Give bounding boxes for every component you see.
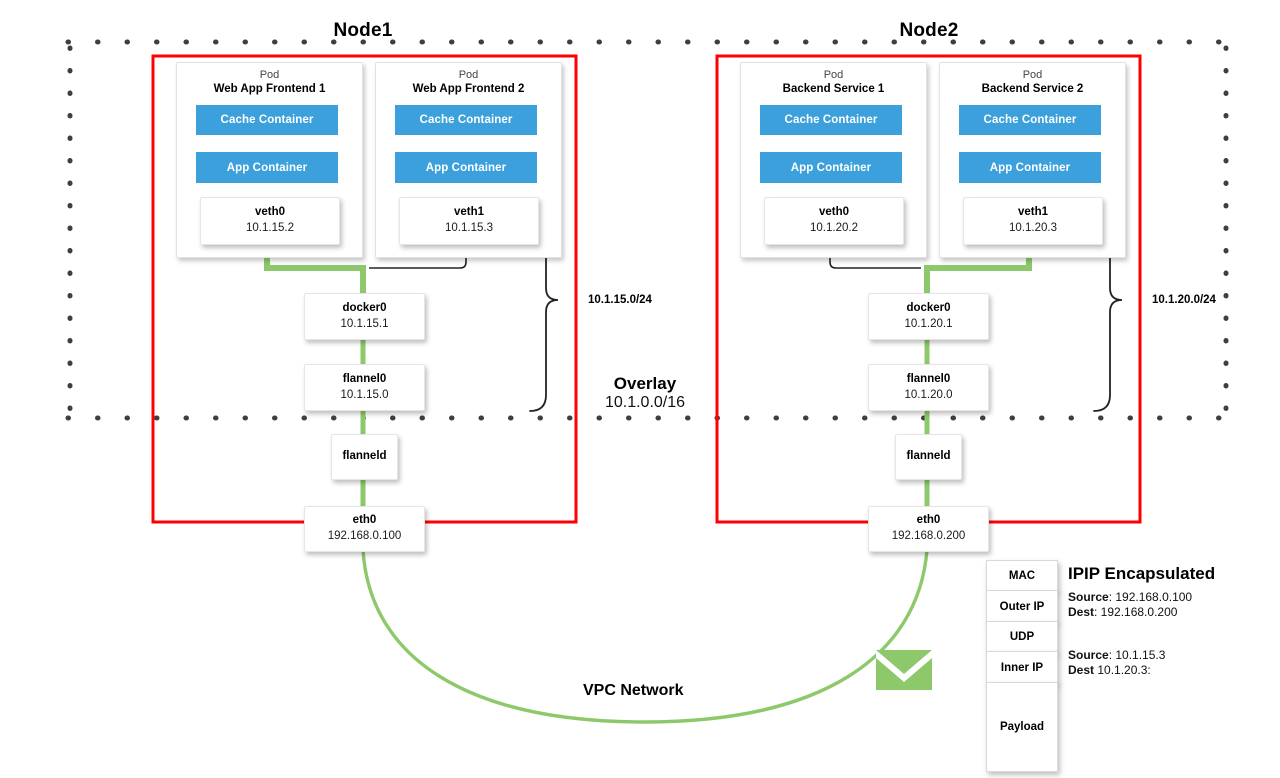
veth-name: veth1 (1017, 206, 1049, 219)
ipip-outer-dest: Dest: 192.168.0.200 (1068, 604, 1177, 621)
node2-subnet-label: 10.1.20.0/24 (1152, 294, 1216, 306)
inner-dest-value: 10.1.20.3: (1094, 663, 1151, 677)
interface-ip: 10.1.15.0 (340, 388, 389, 401)
ipip-inner-source: Source: 10.1.15.3 (1068, 647, 1165, 664)
veth-interface-box[interactable]: veth0 10.1.15.2 (200, 197, 340, 245)
interface-name: flannel0 (342, 372, 387, 385)
envelope-icon (876, 650, 932, 690)
outer-source-key: Source (1068, 590, 1109, 604)
flannel0-box[interactable]: flannel0 10.1.15.0 (304, 364, 425, 411)
pod-kind-label: Pod (458, 69, 479, 81)
veth-interface-box[interactable]: veth1 10.1.20.3 (963, 197, 1103, 245)
veth-ip: 10.1.20.2 (810, 222, 858, 234)
cache-container[interactable]: Cache Container (959, 105, 1101, 135)
flanneld-box[interactable]: flanneld (331, 434, 398, 480)
veth-name: veth0 (254, 206, 286, 219)
packet-layer-inner-ip[interactable]: Inner IP (986, 651, 1058, 684)
packet-layer-outer-ip[interactable]: Outer IP (986, 590, 1058, 623)
app-container[interactable]: App Container (196, 152, 338, 183)
veth-ip: 10.1.15.2 (246, 222, 294, 234)
veth-name: veth1 (453, 206, 485, 219)
outer-source-value: : 192.168.0.100 (1108, 590, 1193, 604)
docker0-box[interactable]: docker0 10.1.20.1 (868, 293, 989, 340)
interface-name: docker0 (342, 301, 387, 314)
veth-ip: 10.1.20.3 (1009, 222, 1057, 234)
ipip-inner-dest: Dest 10.1.20.3: (1068, 662, 1151, 679)
interface-name: flanneld (906, 450, 951, 463)
interface-ip: 192.168.0.200 (891, 530, 966, 542)
pod-kind-label: Pod (259, 69, 280, 81)
interface-ip: 10.1.15.1 (340, 317, 389, 330)
packet-layer-udp[interactable]: UDP (986, 621, 1058, 653)
cache-container[interactable]: Cache Container (760, 105, 902, 135)
interface-name: flannel0 (906, 372, 951, 385)
pod-name-label: Web App Frontend 1 (213, 83, 326, 95)
interface-name: eth0 (352, 514, 377, 527)
node2-title: Node2 (899, 20, 959, 41)
eth0-box[interactable]: eth0 192.168.0.200 (868, 506, 989, 552)
overlay-title: Overlay (613, 374, 677, 393)
veth-interface-box[interactable]: veth1 10.1.15.3 (399, 197, 539, 245)
pod-kind-label: Pod (823, 69, 844, 81)
interface-name: eth0 (916, 514, 941, 527)
node1-title: Node1 (333, 20, 393, 41)
packet-layer-mac[interactable]: MAC (986, 560, 1058, 592)
veth-ip: 10.1.15.3 (445, 222, 493, 234)
veth-interface-box[interactable]: veth0 10.1.20.2 (764, 197, 904, 245)
cache-container[interactable]: Cache Container (395, 105, 537, 135)
inner-source-value: : 10.1.15.3 (1108, 648, 1166, 662)
pod-name-label: Backend Service 2 (981, 83, 1084, 95)
outer-dest-key: Dest (1068, 605, 1095, 619)
node1-subnet-label: 10.1.15.0/24 (588, 294, 652, 306)
pod-name-label: Backend Service 1 (782, 83, 885, 95)
pod-kind-label: Pod (1022, 69, 1043, 81)
cache-container[interactable]: Cache Container (196, 105, 338, 135)
eth0-box[interactable]: eth0 192.168.0.100 (304, 506, 425, 552)
outer-dest-value: : 192.168.0.200 (1094, 605, 1178, 619)
interface-ip: 10.1.20.0 (904, 388, 953, 401)
app-container[interactable]: App Container (959, 152, 1101, 183)
ipip-outer-source: Source: 192.168.0.100 (1068, 589, 1192, 606)
vpc-network-label: VPC Network (583, 682, 684, 699)
interface-name: flanneld (342, 450, 387, 463)
docker0-box[interactable]: docker0 10.1.15.1 (304, 293, 425, 340)
app-container[interactable]: App Container (760, 152, 902, 183)
inner-dest-key: Dest (1068, 663, 1095, 677)
interface-ip: 10.1.20.1 (904, 317, 953, 330)
interface-ip: 192.168.0.100 (327, 530, 402, 542)
packet-layer-payload[interactable]: Payload (986, 682, 1058, 772)
pod-name-label: Web App Frontend 2 (412, 83, 525, 95)
flannel0-box[interactable]: flannel0 10.1.20.0 (868, 364, 989, 411)
inner-source-key: Source (1068, 648, 1109, 662)
interface-name: docker0 (906, 301, 951, 314)
overlay-network-label: Overlay 10.1.0.0/16 (570, 374, 720, 412)
ipip-title: IPIP Encapsulated (1068, 564, 1216, 583)
app-container[interactable]: App Container (395, 152, 537, 183)
flanneld-box[interactable]: flanneld (895, 434, 962, 480)
veth-name: veth0 (818, 206, 850, 219)
overlay-cidr: 10.1.0.0/16 (604, 393, 686, 411)
